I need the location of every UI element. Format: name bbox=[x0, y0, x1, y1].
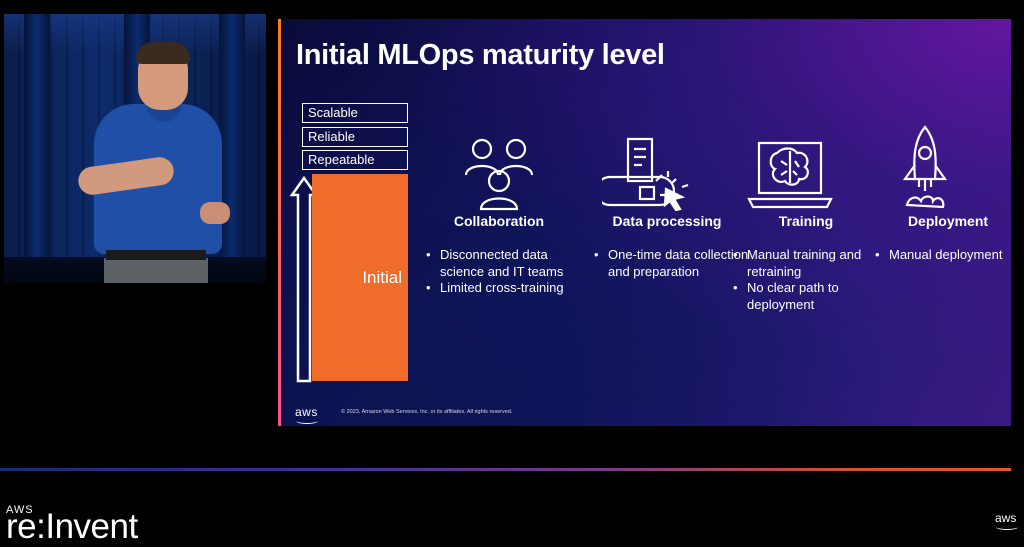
data-processing-title: Data processing bbox=[612, 213, 722, 229]
training-title: Training bbox=[778, 213, 834, 229]
bullet-item: Manual deployment bbox=[875, 247, 1011, 264]
bullet-item: No clear path to deployment bbox=[733, 280, 897, 313]
presentation-slide: Initial MLOps maturity level Scalable Re… bbox=[278, 19, 1011, 426]
deployment-title: Deployment bbox=[907, 213, 989, 229]
collaboration-bullets: Disconnected data science and IT teams L… bbox=[424, 247, 590, 297]
bullet-item: One-time data collection and preparation bbox=[594, 247, 758, 280]
slide-accent-bar bbox=[278, 19, 281, 426]
initial-level-label: Initial bbox=[362, 268, 402, 287]
collaboration-title: Collaboration bbox=[453, 213, 545, 229]
aws-logo: aws bbox=[295, 405, 318, 424]
brand-aws-label: AWS bbox=[6, 504, 34, 516]
data-processing-bullets: One-time data collection and preparation bbox=[592, 247, 758, 280]
level-scalable: Scalable bbox=[302, 103, 408, 123]
bullet-item: Disconnected data science and IT teams bbox=[426, 247, 590, 280]
copyright-notice: © 2023, Amazon Web Services, Inc. or its… bbox=[341, 409, 513, 415]
initial-level-bar: Initial bbox=[312, 174, 408, 381]
speaker-video bbox=[4, 14, 266, 283]
reinvent-logo: re:Invent bbox=[6, 507, 138, 546]
slide-title: Initial MLOps maturity level bbox=[296, 39, 665, 71]
level-repeatable: Repeatable bbox=[302, 150, 408, 170]
people-group-icon bbox=[464, 138, 534, 211]
training-bullets: Manual training and retraining No clear … bbox=[731, 247, 897, 313]
up-arrow-icon bbox=[289, 175, 319, 383]
progress-divider bbox=[0, 468, 1011, 471]
level-reliable: Reliable bbox=[302, 127, 408, 147]
rocket-icon bbox=[902, 125, 948, 209]
bullet-item: Manual training and retraining bbox=[733, 247, 897, 280]
data-processing-icon bbox=[602, 137, 689, 211]
brain-laptop-icon bbox=[747, 141, 833, 209]
aws-corner-logo: aws bbox=[995, 511, 1018, 530]
bullet-item: Limited cross-training bbox=[426, 280, 590, 297]
speaker-figure bbox=[74, 42, 244, 283]
deployment-bullets: Manual deployment bbox=[873, 247, 1011, 264]
